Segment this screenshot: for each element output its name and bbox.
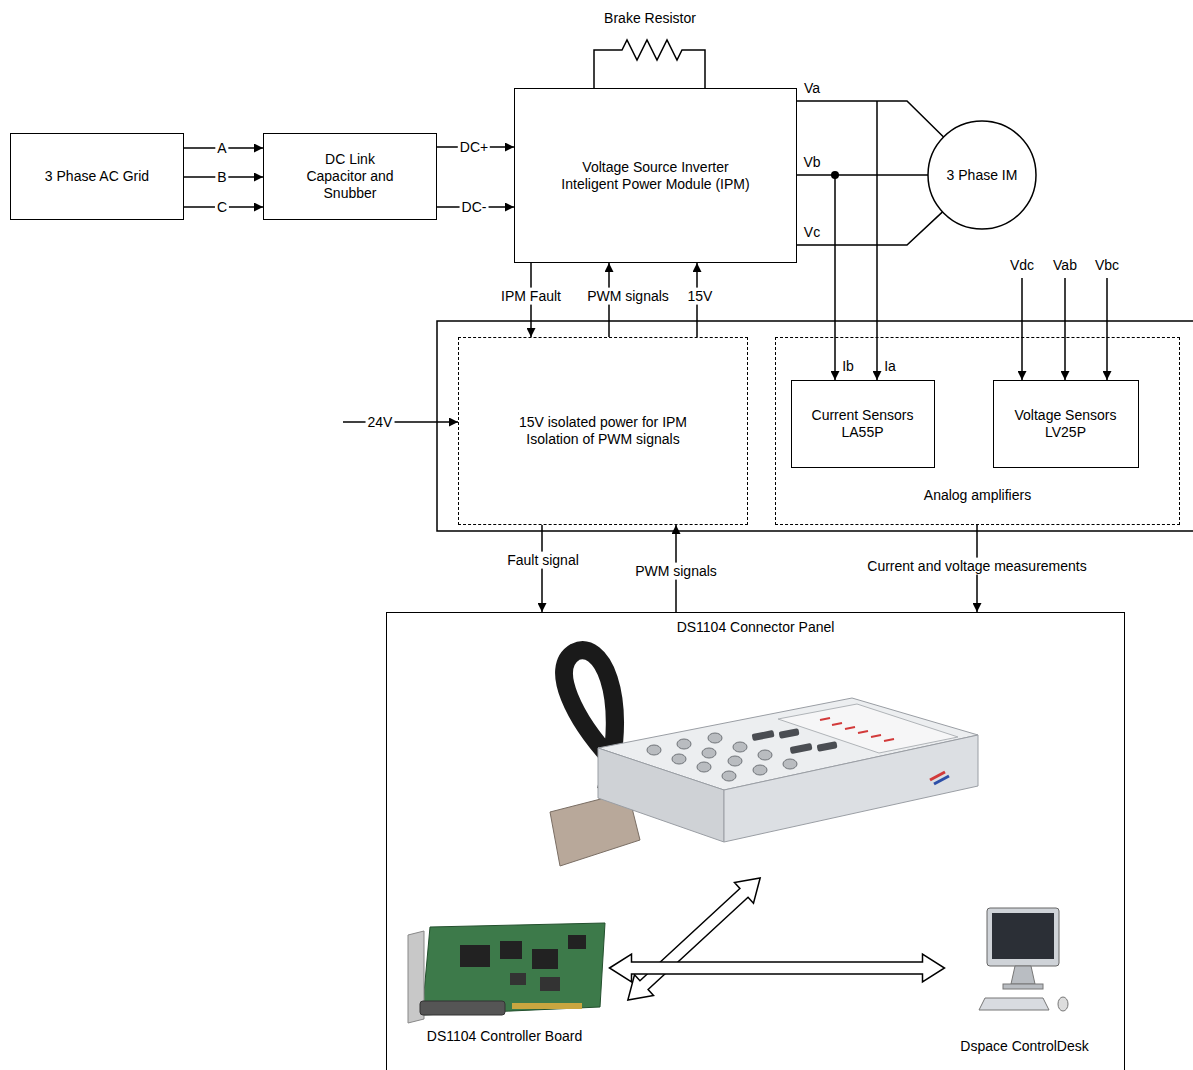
panel-side (598, 748, 724, 842)
brand-logo (930, 772, 949, 784)
edge-fingers (512, 1003, 582, 1009)
chip (568, 935, 586, 949)
edge-label: Vb (801, 154, 822, 171)
interface-board-outline (437, 321, 1193, 531)
sensor-box: Current Sensors LA55P (791, 380, 935, 468)
node-text: 15V isolated power for IPM Isolation of … (508, 414, 698, 448)
screen (992, 913, 1054, 959)
isolation-block: 15V isolated power for IPM Isolation of … (458, 337, 748, 525)
edge-label: PWM signals (633, 563, 719, 580)
edge-label: Fault signal (505, 552, 581, 569)
edge-label: PWM signals (585, 288, 671, 305)
edge-label: B (215, 169, 228, 186)
stand (1011, 966, 1035, 984)
node-text: 3 Phase AC Grid (45, 168, 149, 185)
signal-wire (797, 101, 944, 137)
controller-board-picture (400, 915, 610, 1027)
signal-wire (797, 212, 943, 245)
chip (532, 949, 558, 969)
computer-icon (945, 900, 1105, 1018)
edge-label: C (215, 199, 229, 216)
process-box: 3 Phase AC Grid (10, 133, 184, 220)
signal-wire (797, 174, 928, 176)
node-text: Dspace ControlDesk (960, 1038, 1088, 1055)
double-arrow (610, 954, 945, 982)
node-text: Analog amplifiers (924, 487, 1031, 504)
chip (500, 941, 522, 959)
signal-label: Vdc (1008, 257, 1036, 274)
resistor-symbol (594, 40, 705, 88)
signal-label: 24V (366, 414, 395, 431)
mouse (1058, 997, 1068, 1011)
sub-d-connectors (752, 728, 838, 754)
motor-circle: 3 Phase IM (927, 120, 1037, 230)
board-connector (420, 1001, 505, 1015)
supply-arrow (343, 421, 458, 423)
edge-label: Current and voltage measurements (865, 558, 1088, 575)
amplifier-block: Analog amplifiers Current Sensors LA55P Vo… (775, 337, 1180, 525)
monitor (987, 908, 1059, 966)
inverter-box: Voltage Source Inverter Inteligent Power… (514, 88, 797, 263)
node-text: 3 Phase IM (947, 167, 1018, 184)
controller-board: DS1104 Controller Board (400, 915, 610, 1047)
edge-label: Vc (802, 224, 822, 241)
chip (540, 977, 560, 991)
node-text: Current Sensors LA55P (803, 407, 923, 441)
voltage-input-arrow (1021, 278, 1023, 380)
signal-label: Ia (882, 358, 898, 375)
keyboard (979, 998, 1049, 1010)
signal-label: Vbc (1093, 257, 1121, 274)
node-text: DS1104 Connector Panel (677, 619, 835, 636)
edge-label: Va (802, 80, 822, 97)
current-tap-wire (834, 175, 836, 380)
chip (510, 973, 526, 985)
process-box: DC Link Capacitor and Snubber (263, 133, 437, 220)
bnc-connectors (647, 733, 797, 781)
signal-label: Ib (840, 358, 856, 375)
voltage-input-arrow (1106, 278, 1108, 380)
signal-label: Vab (1051, 257, 1079, 274)
voltage-input-arrow (1064, 278, 1066, 380)
edge-label: 15V (686, 288, 715, 305)
computer: Dspace ControlDesk (945, 900, 1105, 1057)
edge-label: DC+ (458, 139, 490, 156)
node-text: Voltage Source Inverter Inteligent Power… (556, 159, 756, 193)
status-marks (820, 718, 894, 741)
current-tap-wire (876, 101, 878, 380)
sensor-box: Voltage Sensors LV25P (993, 380, 1139, 468)
stand-base (1003, 984, 1043, 989)
edge-label: DC- (460, 199, 489, 216)
signal-label: Brake Resistor (602, 10, 698, 27)
panel-front (724, 735, 978, 842)
double-arrow (618, 868, 769, 1011)
node-text: DS1104 Controller Board (427, 1028, 582, 1045)
node-text: DC Link Capacitor and Snubber (295, 151, 405, 201)
chip (460, 945, 490, 967)
connector-panel-photo (550, 650, 978, 866)
signal-wire (541, 525, 543, 612)
edge-label: A (215, 140, 228, 157)
panel-frame: DS1104 Connector Panel DS1104 Controller… (386, 612, 1125, 1070)
motor-outline (928, 121, 1036, 229)
node-text: Voltage Sensors LV25P (1006, 407, 1126, 441)
edge-label: IPM Fault (499, 288, 563, 305)
